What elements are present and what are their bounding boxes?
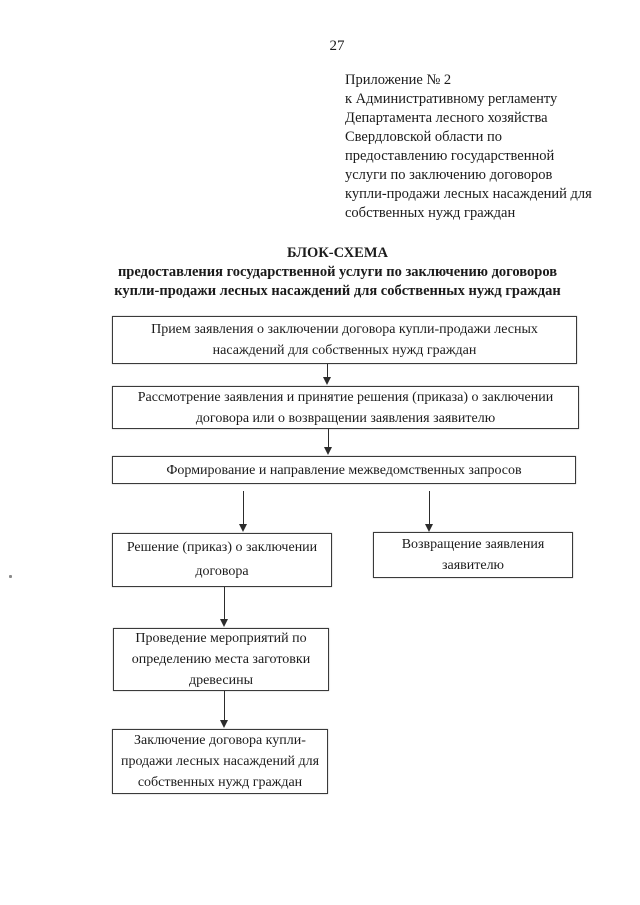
flow-box-text: Возвращение заявления заявителю: [401, 537, 545, 573]
flow-box-contract-decision: Решение (приказ) о заключении договора: [112, 533, 332, 587]
flow-box-text: Прием заявления о заключении договора ку…: [151, 322, 538, 358]
appendix-header: Приложение № 2 к Административному регла…: [345, 71, 620, 223]
arrow-head: [220, 720, 228, 728]
flow-box-text: Проведение мероприятий по определению ме…: [131, 631, 311, 688]
flow-box-contract-conclusion: Заключение договора купли-продажи лесных…: [112, 729, 328, 794]
arrow-head: [220, 619, 228, 627]
scan-artifact-dot: [9, 575, 12, 578]
arrow-down-icon: [239, 491, 248, 532]
appendix-header-line: собственных нужд граждан: [345, 205, 516, 221]
flow-box-application-return: Возвращение заявления заявителю: [373, 532, 573, 578]
arrow-head: [323, 377, 331, 385]
flowchart-title: БЛОК-СХЕМА предоставления государственно…: [35, 244, 640, 301]
arrow-down-icon: [323, 364, 332, 385]
appendix-header-line: предоставлению государственной: [345, 148, 555, 164]
arrow-head: [324, 447, 332, 455]
appendix-header-line: купли-продажи лесных насаждений для: [345, 186, 592, 202]
flow-box-text: Решение (приказ) о заключении договора: [126, 540, 318, 579]
appendix-header-line: Департамента лесного хозяйства: [345, 110, 548, 126]
arrow-down-icon: [324, 429, 333, 455]
appendix-header-line: услуги по заключению договоров: [345, 167, 553, 183]
flow-box-harvest-site-determination: Проведение мероприятий по определению ме…: [113, 628, 329, 691]
arrow-down-icon: [425, 491, 434, 532]
flow-box-interagency-requests: Формирование и направление межведомствен…: [112, 456, 576, 484]
appendix-header-line: к Административному регламенту: [345, 91, 558, 107]
arrow-stem: [428, 491, 431, 526]
arrow-stem: [242, 491, 245, 526]
arrow-stem: [327, 429, 330, 449]
arrow-stem: [326, 364, 329, 379]
arrow-head: [239, 524, 247, 532]
arrow-stem: [223, 691, 226, 722]
flow-box-application-reception: Прием заявления о заключении договора ку…: [112, 316, 577, 364]
flow-box-text: Формирование и направление межведомствен…: [166, 462, 522, 478]
arrow-head: [425, 524, 433, 532]
flow-box-text: Заключение договора купли-продажи лесных…: [120, 733, 320, 790]
flowchart-title-heading: БЛОК-СХЕМА: [286, 245, 389, 261]
arrow-down-icon: [220, 587, 229, 627]
appendix-header-line: Свердловской области по: [345, 129, 503, 145]
flow-box-application-review: Рассмотрение заявления и принятие решени…: [112, 386, 579, 429]
flowchart-title-subtitle-line1: предоставления государственной услуги по…: [117, 264, 558, 280]
flowchart-title-subtitle-line2: купли-продажи лесных насаждений для собс…: [114, 283, 561, 299]
flow-box-text: Рассмотрение заявления и принятие решени…: [137, 389, 554, 426]
arrow-down-icon: [220, 691, 229, 728]
page-number: 27: [329, 38, 345, 54]
appendix-header-line: Приложение № 2: [345, 72, 452, 88]
arrow-stem: [223, 587, 226, 621]
